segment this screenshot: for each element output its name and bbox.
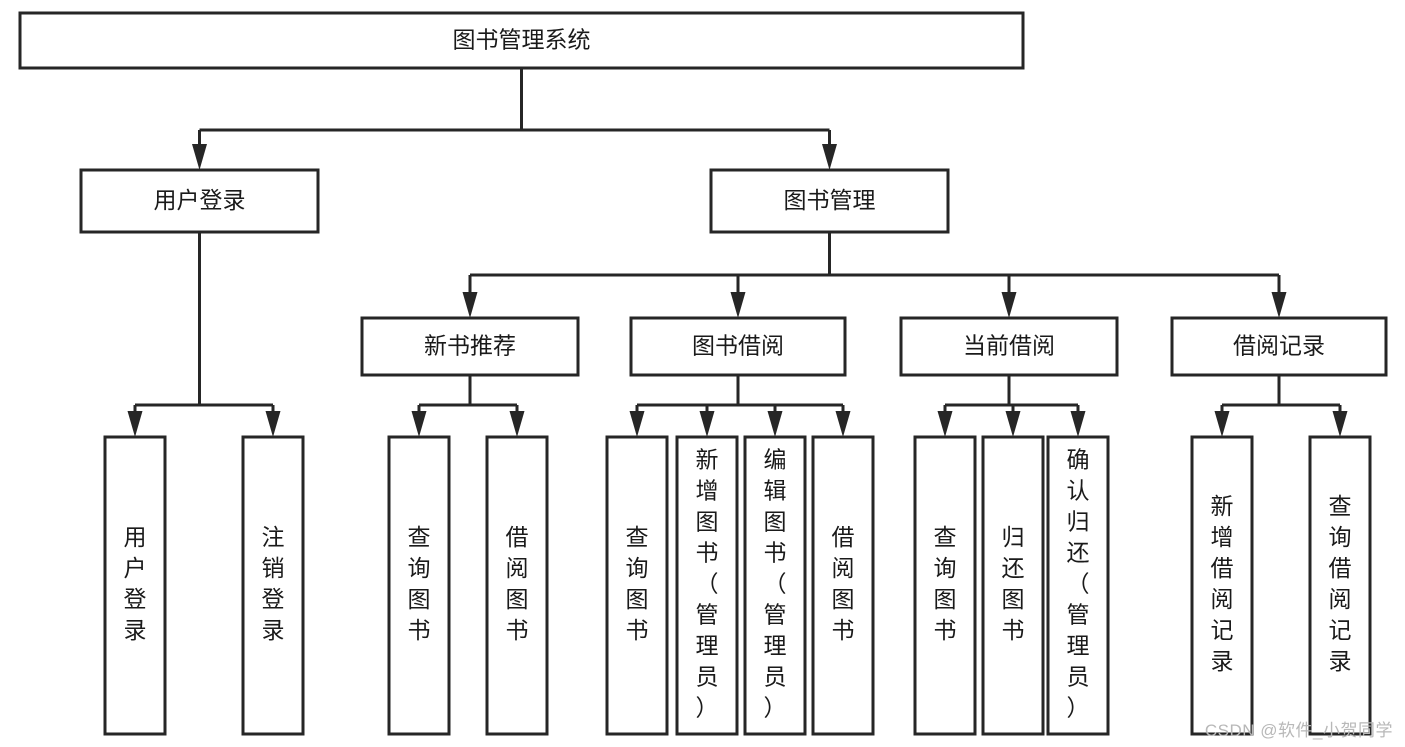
node-box-current-borrow[interactable] [899,316,1119,377]
arrow-head-icon [767,411,783,437]
node-label-leaf-borrow-add: 新增图书（管理员） [696,447,719,721]
node-label-leaf-borrow-query: 查询图书 [626,524,649,643]
node-label-leaf-user-logout: 注销登录 [262,524,285,643]
node-leaf-user-login[interactable]: 用户登录 [103,435,167,736]
connector-group-new-book-rec [411,375,525,437]
node-leaf-current-query[interactable]: 查询图书 [913,435,977,736]
node-label-leaf-current-return: 归还图书 [1002,524,1025,643]
node-label-leaf-rec-query: 查询图书 [408,524,431,643]
node-leaf-record-query[interactable]: 查询借阅记录 [1308,435,1372,736]
node-box-leaf-rec-query[interactable] [387,435,451,736]
node-label-current-borrow: 当前借阅 [963,333,1055,359]
arrow-head-icon [192,144,207,170]
node-leaf-borrow-edit[interactable]: 编辑图书（管理员） [743,435,807,736]
node-label-leaf-borrow-edit: 编辑图书（管理员） [764,447,787,721]
connector-group-book-borrow [629,375,851,437]
arrow-head-icon [629,411,645,437]
node-box-leaf-record-query[interactable] [1308,435,1372,736]
arrow-head-icon [699,411,715,437]
connector-group-user-login [127,232,281,437]
node-leaf-user-logout[interactable]: 注销登录 [241,435,305,736]
node-label-borrow-record: 借阅记录 [1233,333,1325,359]
node-box-book-borrow[interactable] [629,316,847,377]
node-box-leaf-borrow-query[interactable] [605,435,669,736]
connector-group-book-manage [462,232,1287,318]
node-box-user-login[interactable] [79,168,320,234]
nodes-layer: 图书管理系统用户登录图书管理新书推荐图书借阅当前借阅借阅记录用户登录注销登录查询… [18,11,1388,736]
node-leaf-current-confirm[interactable]: 确认归还（管理员） [1046,435,1110,736]
node-box-leaf-borrow-add[interactable] [675,435,739,736]
node-current-borrow[interactable]: 当前借阅 [899,316,1119,377]
node-book-borrow[interactable]: 图书借阅 [629,316,847,377]
node-new-book-rec[interactable]: 新书推荐 [360,316,580,377]
arrow-head-icon [835,411,851,437]
node-leaf-borrow-query[interactable]: 查询图书 [605,435,669,736]
node-leaf-borrow-add[interactable]: 新增图书（管理员） [675,435,739,736]
node-label-leaf-borrow-lend: 借阅图书 [832,524,855,643]
node-box-leaf-current-query[interactable] [913,435,977,736]
node-user-login[interactable]: 用户登录 [79,168,320,234]
arrow-head-icon [265,411,281,437]
arrow-head-icon [509,411,525,437]
node-label-root: 图书管理系统 [453,27,591,53]
node-leaf-rec-query[interactable]: 查询图书 [387,435,451,736]
node-box-leaf-record-add[interactable] [1190,435,1254,736]
node-box-borrow-record[interactable] [1170,316,1388,377]
node-leaf-rec-borrow[interactable]: 借阅图书 [485,435,549,736]
connector-group-root [192,68,837,170]
arrow-head-icon [411,411,427,437]
node-book-manage[interactable]: 图书管理 [709,168,950,234]
connector-lines-layer [127,68,1348,437]
node-leaf-record-add[interactable]: 新增借阅记录 [1190,435,1254,736]
arrow-head-icon [1214,411,1230,437]
node-root[interactable]: 图书管理系统 [18,11,1025,70]
node-box-leaf-borrow-lend[interactable] [811,435,875,736]
node-label-leaf-rec-borrow: 借阅图书 [506,524,529,643]
node-label-user-login: 用户登录 [154,187,246,213]
arrow-head-icon [127,411,143,437]
node-label-leaf-record-add: 新增借阅记录 [1211,493,1234,674]
node-leaf-borrow-lend[interactable]: 借阅图书 [811,435,875,736]
arrow-head-icon [937,411,953,437]
node-box-leaf-rec-borrow[interactable] [485,435,549,736]
node-label-leaf-user-login: 用户登录 [124,524,147,643]
arrow-head-icon [462,292,478,318]
connector-group-current-borrow [937,375,1086,437]
node-box-new-book-rec[interactable] [360,316,580,377]
node-borrow-record[interactable]: 借阅记录 [1170,316,1388,377]
arrow-head-icon [822,144,837,170]
node-box-leaf-user-logout[interactable] [241,435,305,736]
node-box-book-manage[interactable] [709,168,950,234]
connector-group-borrow-record [1214,375,1348,437]
node-label-leaf-current-confirm: 确认归还（管理员） [1067,447,1090,721]
node-leaf-current-return[interactable]: 归还图书 [981,435,1045,736]
node-label-leaf-current-query: 查询图书 [934,524,957,643]
node-box-leaf-borrow-edit[interactable] [743,435,807,736]
arrow-head-icon [1070,411,1086,437]
node-label-leaf-record-query: 查询借阅记录 [1329,493,1352,674]
node-box-leaf-user-login[interactable] [103,435,167,736]
arrow-head-icon [1005,411,1021,437]
node-label-book-borrow: 图书借阅 [692,333,784,359]
arrow-head-icon [1332,411,1348,437]
node-label-new-book-rec: 新书推荐 [424,333,516,359]
node-box-leaf-current-return[interactable] [981,435,1045,736]
node-label-book-manage: 图书管理 [784,187,876,213]
arrow-head-icon [1001,292,1017,318]
arrow-head-icon [730,292,746,318]
arrow-head-icon [1271,292,1287,318]
node-box-leaf-current-confirm[interactable] [1046,435,1110,736]
node-box-root[interactable] [18,11,1025,70]
